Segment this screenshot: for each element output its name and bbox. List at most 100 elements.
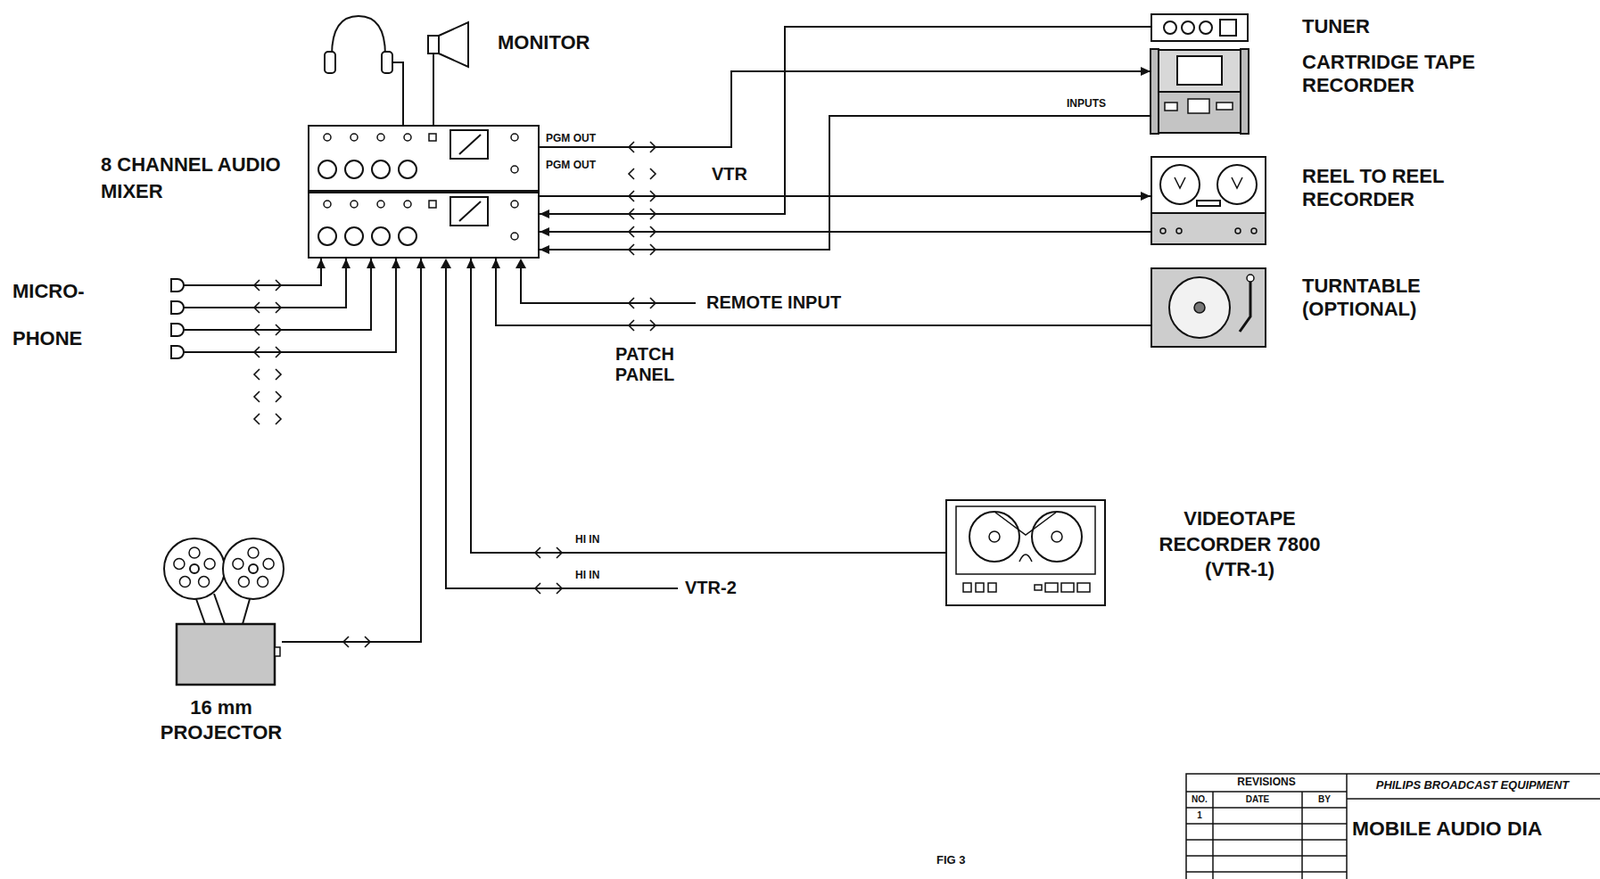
line-art [1160,164,1200,205]
line-art [189,547,200,559]
text-label: FIG 3 [936,854,966,868]
text-label: PATCH PANEL [595,344,694,386]
device-illustration [160,535,282,687]
text-label: VTR-2 [684,577,737,599]
line-art [179,577,190,588]
line-art [1246,274,1254,282]
line-art [248,564,258,574]
patch-jack [254,391,281,403]
signal-connector [539,26,1151,215]
line-art [511,232,519,240]
patch-jack [628,297,656,309]
line-art [1151,213,1266,245]
text-label: PGM OUT [545,132,596,146]
line-art [274,647,281,657]
device-label: REEL TO REEL RECORDER [1302,164,1494,213]
patch-jack [254,413,281,425]
label-slot: BY [1302,794,1347,806]
line-art [371,160,390,179]
device-illustration [307,124,540,259]
line-art [238,577,249,588]
line-art [432,53,435,72]
device-illustration [1150,49,1249,134]
label-slot: HI IN [575,569,600,583]
label-slot: MOBILE AUDIO DIA [1352,816,1597,841]
line-art [247,547,259,559]
line-art [1174,177,1186,189]
device-label: TURNTABLE (OPTIONAL) [1302,274,1494,322]
line-art [963,583,972,593]
text-label: NO. [1186,794,1213,806]
line-art [173,558,185,570]
line-art [1051,531,1063,543]
line-art [308,192,539,258]
device-illustration [428,22,473,72]
text-label: HI IN [575,534,600,547]
line-art [1061,583,1074,593]
line-art [1151,268,1266,347]
line-art [398,227,417,246]
line-art [183,284,206,287]
signal-connector [205,258,322,286]
text-label: BY [1302,794,1347,806]
line-art [1181,21,1195,34]
line-art [1169,277,1230,339]
line-art [1220,19,1237,36]
line-art [520,267,696,304]
line-art [323,200,331,208]
line-art [1186,791,1347,793]
line-art [392,62,404,125]
line-art [1186,823,1347,825]
device-illustration [945,499,1106,607]
device-illustration [169,272,206,366]
text-label: PHILIPS BROADCAST EQUIPMENT [1348,779,1597,793]
line-art [459,134,481,155]
device-node: 8 CHANNEL AUDIO MIXER [307,124,540,259]
line-art [331,16,386,56]
label-slot: MONITOR [497,31,650,55]
line-art [450,197,488,226]
line-art [1251,228,1257,234]
device-label: TUNER [1302,15,1436,39]
line-art [511,165,519,174]
line-art [1240,49,1249,134]
signal-connector [205,258,396,353]
line-art [404,133,412,141]
label-slot: HI IN [575,534,600,547]
label-slot: NO. [1186,794,1213,806]
line-art [377,200,385,208]
device-node: MICRO- PHONE [169,272,206,366]
label-slot: REEL TO REEL RECORDER [1302,164,1494,213]
label-slot: PGM OUT [545,132,596,146]
label-slot: VTR-2 [684,577,737,599]
label-slot: REMOTE INPUT [706,292,842,314]
line-art [1150,49,1159,134]
headphones-symbol [324,16,404,125]
line-art [1176,228,1182,234]
line-art [1199,21,1213,34]
device-node: REEL TO REEL RECORDER [1150,156,1267,246]
device-node: TURNTABLE (OPTIONAL) [1150,267,1267,348]
line-art [183,329,206,331]
label-slot: 16 mm PROJECTOR [149,695,293,745]
device-label: 16 mm PROJECTOR [149,695,293,745]
signal-connector [205,258,372,330]
label-slot: PHILIPS BROADCAST EQUIPMENT [1348,779,1597,793]
line-art [989,531,1000,543]
label-slot: TUNER [1302,15,1436,39]
device-label: MONITOR [497,31,650,55]
line-art [1177,56,1222,85]
signal-line [445,267,696,589]
text-label: REVISIONS [1186,776,1347,790]
line-art [1186,774,1600,879]
text-label: MOBILE AUDIO DIA [1352,816,1597,841]
line-art [377,133,385,141]
line-art [428,133,437,141]
device-label: CARTRIDGE TAPE RECORDER [1302,50,1494,99]
title-block [1186,774,1600,879]
line-art [946,500,1106,606]
device-label: 8 CHANNEL AUDIO MIXER [100,151,293,205]
line-art [164,538,225,600]
